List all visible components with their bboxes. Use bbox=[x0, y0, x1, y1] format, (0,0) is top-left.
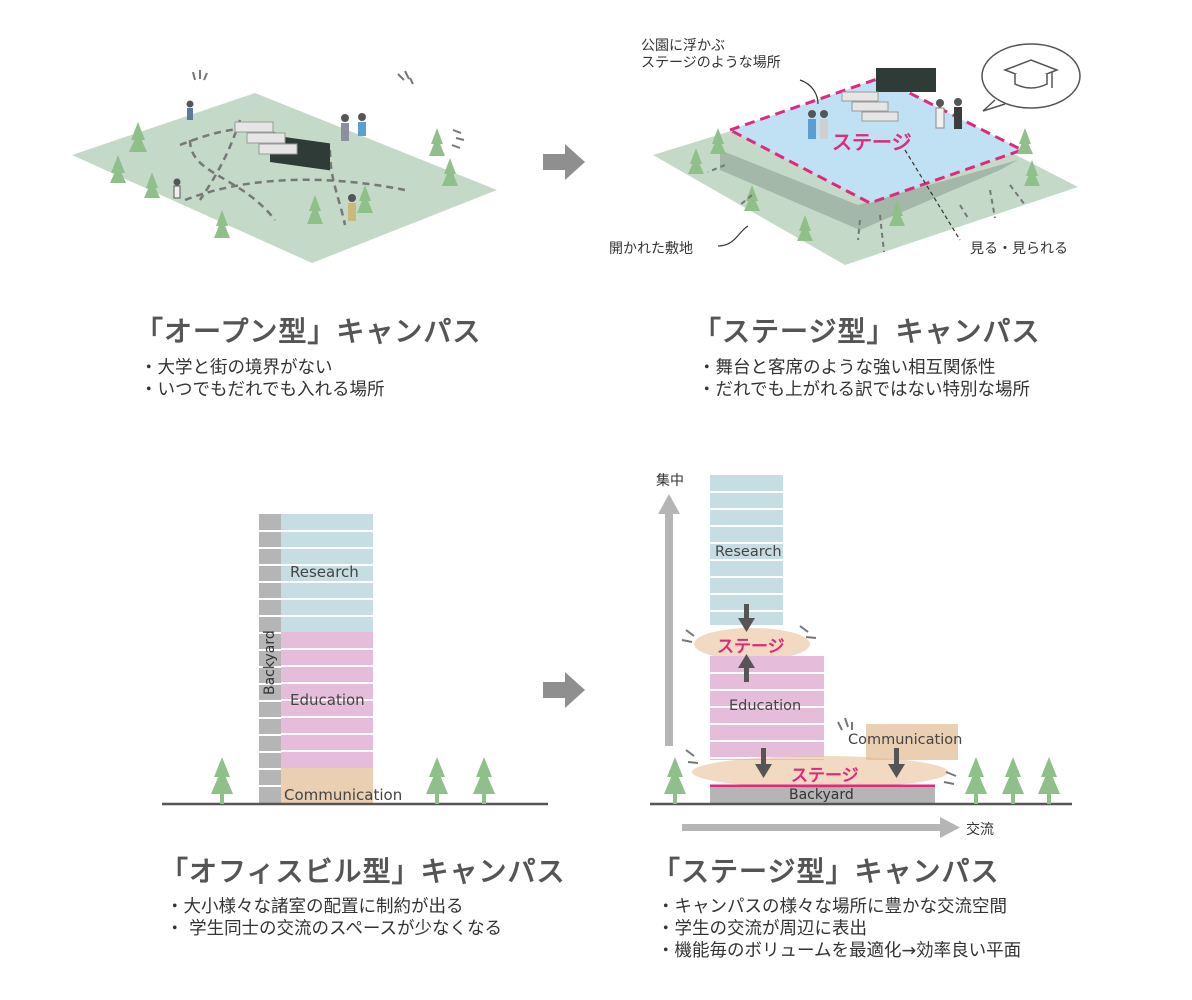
office-communication-block bbox=[281, 768, 373, 804]
office-research-block bbox=[281, 514, 373, 632]
view-label: 見る・見られる bbox=[970, 241, 1068, 257]
stage-top-bullet-2: ・だれでも上がれる訳ではない特別な場所 bbox=[698, 380, 1030, 400]
site-label: 開かれた敷地 bbox=[609, 241, 693, 257]
office-education-label: Education bbox=[290, 691, 365, 709]
open-campus-illustration bbox=[72, 70, 497, 263]
stage-callout: 公園に浮かぶ ステージのような場所 bbox=[641, 38, 781, 72]
open-bullet-2: ・いつでもだれでも入れる場所 bbox=[140, 380, 385, 400]
stage-campus-bullets-top: ・舞台と客席のような強い相互関係性 ・だれでも上がれる訳ではない特別な場所 bbox=[698, 357, 1030, 401]
office-bullet-2: ・ 学生同士の交流のスペースが少なくなる bbox=[166, 919, 502, 939]
stage-trees bbox=[664, 757, 1060, 804]
sparkle-marks bbox=[192, 70, 465, 149]
view-arrows bbox=[707, 164, 1026, 253]
axis-x-arrow bbox=[682, 817, 960, 838]
office-campus-bullets: ・大小様々な諸室の配置に制約が出る ・ 学生同士の交流のスペースが少なくなる bbox=[166, 896, 502, 940]
stage-campus-title-bottom: 「ステージ型」キャンパス bbox=[652, 855, 1000, 888]
stage-top-bullet-1: ・舞台と客席のような強い相互関係性 bbox=[698, 358, 996, 378]
office-backyard-label: Backyard bbox=[262, 630, 278, 695]
transition-arrow-bottom bbox=[543, 672, 585, 708]
stage-communication-label: Communication bbox=[848, 732, 963, 748]
stage-bottom-bullet-3: ・機能毎のボリュームを最適化→効率良い平面 bbox=[657, 941, 1022, 961]
upper-stage-glow bbox=[694, 628, 810, 660]
stage-people bbox=[808, 98, 962, 139]
callout-line-2: ステージのような場所 bbox=[641, 55, 781, 71]
stage-platform bbox=[726, 76, 1026, 205]
stage-research-block bbox=[710, 475, 783, 625]
stage-desks bbox=[841, 91, 899, 122]
trees bbox=[110, 122, 458, 238]
open-campus-title: 「オープン型」キャンパス bbox=[135, 315, 482, 348]
office-communication-label: Communication bbox=[284, 786, 403, 804]
desks bbox=[234, 121, 298, 155]
callout-leader bbox=[799, 79, 819, 105]
axis-y-label: 集中 bbox=[656, 473, 684, 489]
stage-sparkles bbox=[681, 625, 957, 785]
people bbox=[173, 100, 366, 221]
axis-x-label: 交流 bbox=[966, 822, 994, 838]
stage-communication-block bbox=[866, 724, 958, 760]
stage-shadow bbox=[720, 150, 1018, 230]
stage-lower-label: ステージ bbox=[791, 766, 859, 786]
mortarboard-bubble-icon bbox=[981, 43, 1081, 112]
office-bullet-1: ・大小様々な諸室の配置に制約が出る bbox=[166, 897, 464, 917]
flow-arrows-dark bbox=[738, 604, 905, 778]
office-research-label: Research bbox=[290, 563, 359, 581]
stage-blackboard bbox=[876, 68, 936, 92]
callout-line-1: 公園に浮かぶ bbox=[641, 38, 725, 54]
backyard-column bbox=[259, 514, 281, 804]
stage-bottom-bullet-1: ・キャンパスの様々な場所に豊かな交流空間 bbox=[657, 897, 1007, 917]
stage-research-label: Research bbox=[715, 544, 782, 560]
stage-label-top: ステージ bbox=[832, 130, 912, 154]
stage-upper-label: ステージ bbox=[717, 637, 785, 657]
transition-arrow-top bbox=[543, 144, 585, 180]
stage-education-label: Education bbox=[729, 698, 802, 714]
stage-campus-illustration bbox=[653, 43, 1081, 265]
site-trees bbox=[688, 128, 1040, 241]
stage-backyard-label: Backyard bbox=[789, 787, 854, 803]
view-diagonal bbox=[904, 149, 961, 241]
open-ground bbox=[72, 93, 497, 263]
stage-backyard-block bbox=[710, 788, 935, 804]
open-campus-bullets: ・大学と街の境界がない ・いつでもだれでも入れる場所 bbox=[140, 357, 384, 401]
stage-bottom-bullet-2: ・学生の交流が周辺に表出 bbox=[657, 919, 867, 939]
axis-y-arrow bbox=[658, 494, 680, 746]
stage-campus-title-top: 「ステージ型」キャンパス bbox=[693, 315, 1041, 348]
open-bullet-1: ・大学と街の境界がない bbox=[140, 358, 333, 378]
office-building-diagram bbox=[162, 514, 548, 806]
office-trees bbox=[211, 757, 495, 804]
stage-building-diagram bbox=[650, 475, 1072, 838]
stage-campus-bullets-bottom: ・キャンパスの様々な場所に豊かな交流空間 ・学生の交流が周辺に表出 ・機能毎のボ… bbox=[657, 896, 1021, 962]
office-campus-title: 「オフィスビル型」キャンパス bbox=[160, 855, 566, 888]
site-leader bbox=[717, 225, 749, 247]
